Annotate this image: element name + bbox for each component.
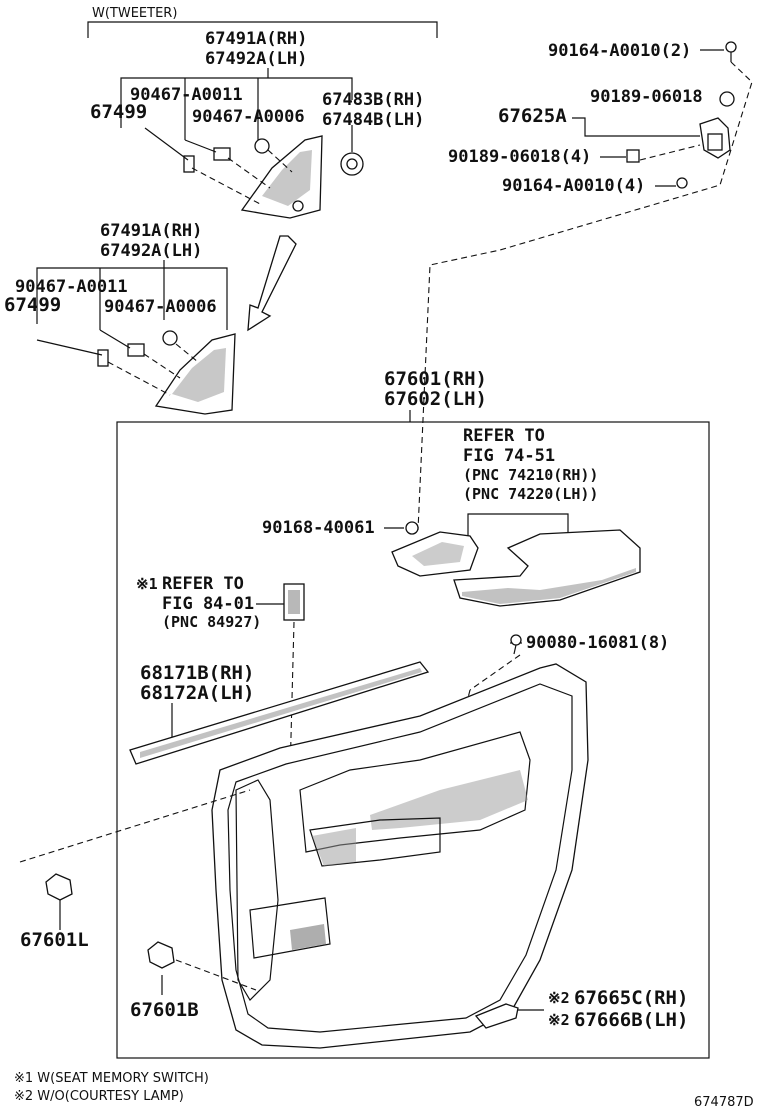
tweeter-group-title: W(TWEETER): [92, 6, 177, 21]
clip-67601b: [147, 941, 175, 969]
refer-8401-line3: (PNC 84927): [162, 613, 261, 631]
clip-67499-mid: [36, 339, 109, 367]
label-90467-a0011-mid: 90467-A0011: [15, 277, 128, 297]
label-67491a-mid: 67491A(RH): [100, 221, 202, 241]
refer-7451-line3: (PNC 74210(RH)): [463, 466, 598, 484]
label-67601l: 67601L: [20, 929, 89, 951]
footnote-2: ※2 W/O(COURTESY LAMP): [14, 1089, 184, 1104]
tweeter-speaker: [340, 125, 364, 176]
clip-67499-top: [144, 127, 195, 173]
direction-arrow: [247, 235, 297, 332]
label-90467-a0006-mid: 90467-A0006: [104, 297, 217, 317]
nut-90189-06018: [719, 91, 735, 107]
label-68172a: 68172A(LH): [140, 682, 254, 704]
screw-90164-a0010-2: [725, 41, 737, 62]
refer-7451-line4: (PNC 74220(LH)): [463, 485, 598, 503]
label-67601b: 67601B: [130, 999, 199, 1021]
screw-90164-a0010-4: [676, 177, 688, 189]
tweeter-group: W(TWEETER): [87, 6, 438, 38]
label-90189-06018-4: 90189-06018(4): [448, 147, 591, 167]
refer-8401-line1: REFER TO: [162, 574, 244, 594]
door-trim-panel: [211, 663, 589, 1049]
label-67491a-top: 67491A(RH): [205, 29, 307, 49]
courtesy-lamp-cover: [474, 1003, 519, 1029]
clip-90467-a0011-mid: [99, 329, 145, 357]
figure-id: 674787D: [694, 1095, 754, 1110]
clip-90467-a0006-mid: [162, 330, 178, 346]
refer-7451-line1: REFER TO: [463, 426, 545, 446]
tweeter-cover-mid: [154, 333, 236, 415]
label-90080-16081: 90080-16081(8): [526, 633, 669, 653]
bracket-67625a: [699, 117, 731, 159]
clip-90467-a0011-top: [184, 139, 231, 161]
label-68171b: 68171B(RH): [140, 662, 254, 684]
label-67499-top: 67499: [90, 101, 147, 123]
label-67483b: 67483B(RH): [322, 90, 424, 110]
nut-90168-40061: [405, 521, 419, 535]
label-90164-a0010-4: 90164-A0010(4): [502, 176, 645, 196]
clip-90467-a0006-top: [254, 108, 270, 154]
door-belt-moulding: [129, 661, 430, 765]
label-67602: 67602(LH): [384, 388, 487, 410]
footnote-1: ※1 W(SEAT MEMORY SWITCH): [14, 1071, 209, 1086]
label-67492a-mid: 67492A(LH): [100, 241, 202, 261]
clip-67601l: [45, 873, 73, 901]
label-67492a-top: 67492A(LH): [205, 49, 307, 69]
label-90189-06018: 90189-06018: [590, 87, 703, 107]
door-panel-assembly-box: [116, 421, 710, 1059]
label-90467-a0011-top: 90467-A0011: [130, 85, 243, 105]
refer-8401-mark: ※1: [136, 575, 158, 593]
label-67665c-mark: ※2: [548, 989, 570, 1007]
nut-90189-06018-4: [626, 149, 640, 163]
label-67601: 67601(RH): [384, 368, 487, 390]
tweeter-cover-top: [240, 135, 323, 219]
refer-8401-line2: FIG 84-01: [162, 594, 254, 614]
seat-memory-switch: [283, 583, 305, 621]
label-90467-a0006-top: 90467-A0006: [192, 107, 305, 127]
label-67484b: 67484B(LH): [322, 110, 424, 130]
label-67499-mid: 67499: [4, 294, 61, 316]
label-90168-40061: 90168-40061: [262, 518, 375, 538]
label-67666b-mark: ※2: [548, 1011, 570, 1029]
armrest-pull-handle: [391, 531, 479, 577]
label-67625a: 67625A: [498, 105, 567, 127]
armrest-pad: [453, 529, 641, 607]
screw-90080-16081: [510, 634, 522, 655]
label-67665c: 67665C(RH): [574, 987, 688, 1009]
refer-7451-line2: FIG 74-51: [463, 446, 555, 466]
label-67666b: 67666B(LH): [574, 1009, 688, 1031]
label-90164-a0010-2: 90164-A0010(2): [548, 41, 691, 61]
